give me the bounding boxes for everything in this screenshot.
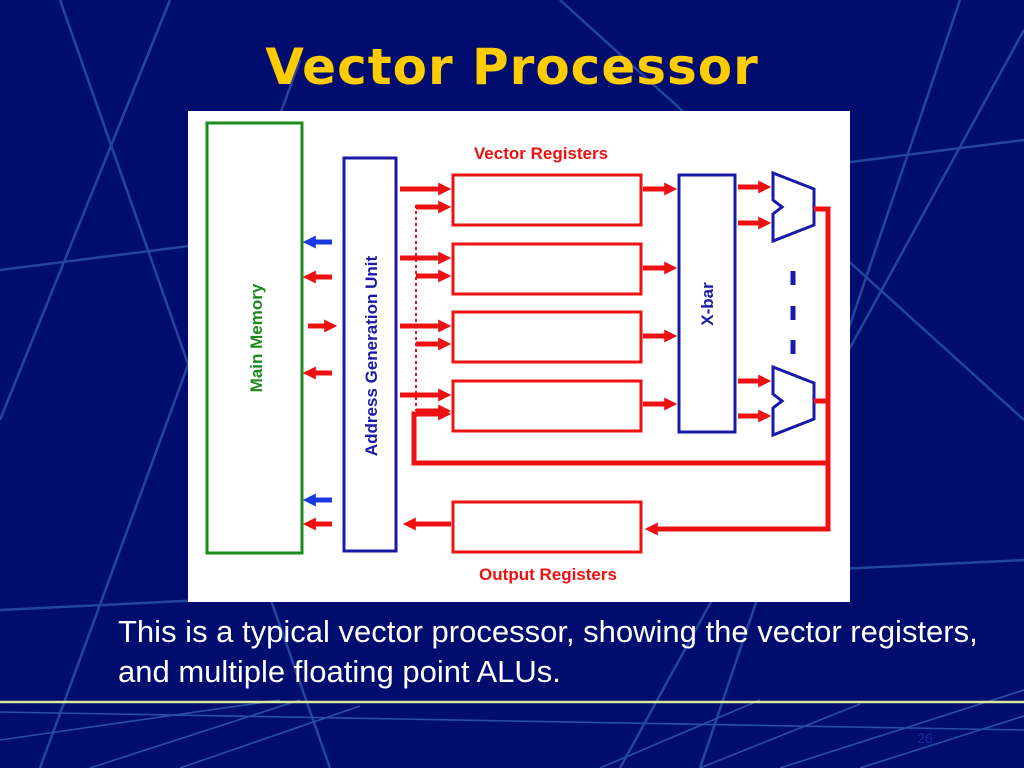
vector-register-4 <box>451 379 643 433</box>
xbar-alu-arrows <box>738 180 772 423</box>
xbar-box <box>677 173 737 434</box>
slide-caption: This is a typical vector processor, show… <box>118 614 978 689</box>
alu-output-paths <box>411 206 831 536</box>
alu-units <box>771 170 816 438</box>
vector-registers-label: Vector Registers <box>474 144 608 163</box>
main-memory-label: Main Memory <box>247 283 266 392</box>
alu-1 <box>771 170 816 244</box>
vector-register-1 <box>451 173 643 227</box>
vector-registers <box>451 173 643 433</box>
vector-register-2 <box>451 242 643 296</box>
xbar-label: X-bar <box>698 282 717 326</box>
agu-register-arrows <box>400 182 452 418</box>
memory-agu-arrows <box>302 235 338 531</box>
output-register <box>451 500 643 554</box>
vector-processor-diagram: Main Memory Address Generation Unit Vect… <box>188 111 850 602</box>
output-registers-label: Output Registers <box>479 565 617 584</box>
address-generation-unit-box <box>342 156 398 553</box>
main-memory-box <box>205 121 304 555</box>
vector-register-3 <box>451 310 643 364</box>
register-xbar-arrows <box>643 182 678 411</box>
address-generation-unit-label: Address Generation Unit <box>362 256 381 457</box>
alu-2 <box>771 364 816 438</box>
slide-title: Vector Processor <box>265 38 759 96</box>
slide-number: 26 <box>917 730 933 746</box>
